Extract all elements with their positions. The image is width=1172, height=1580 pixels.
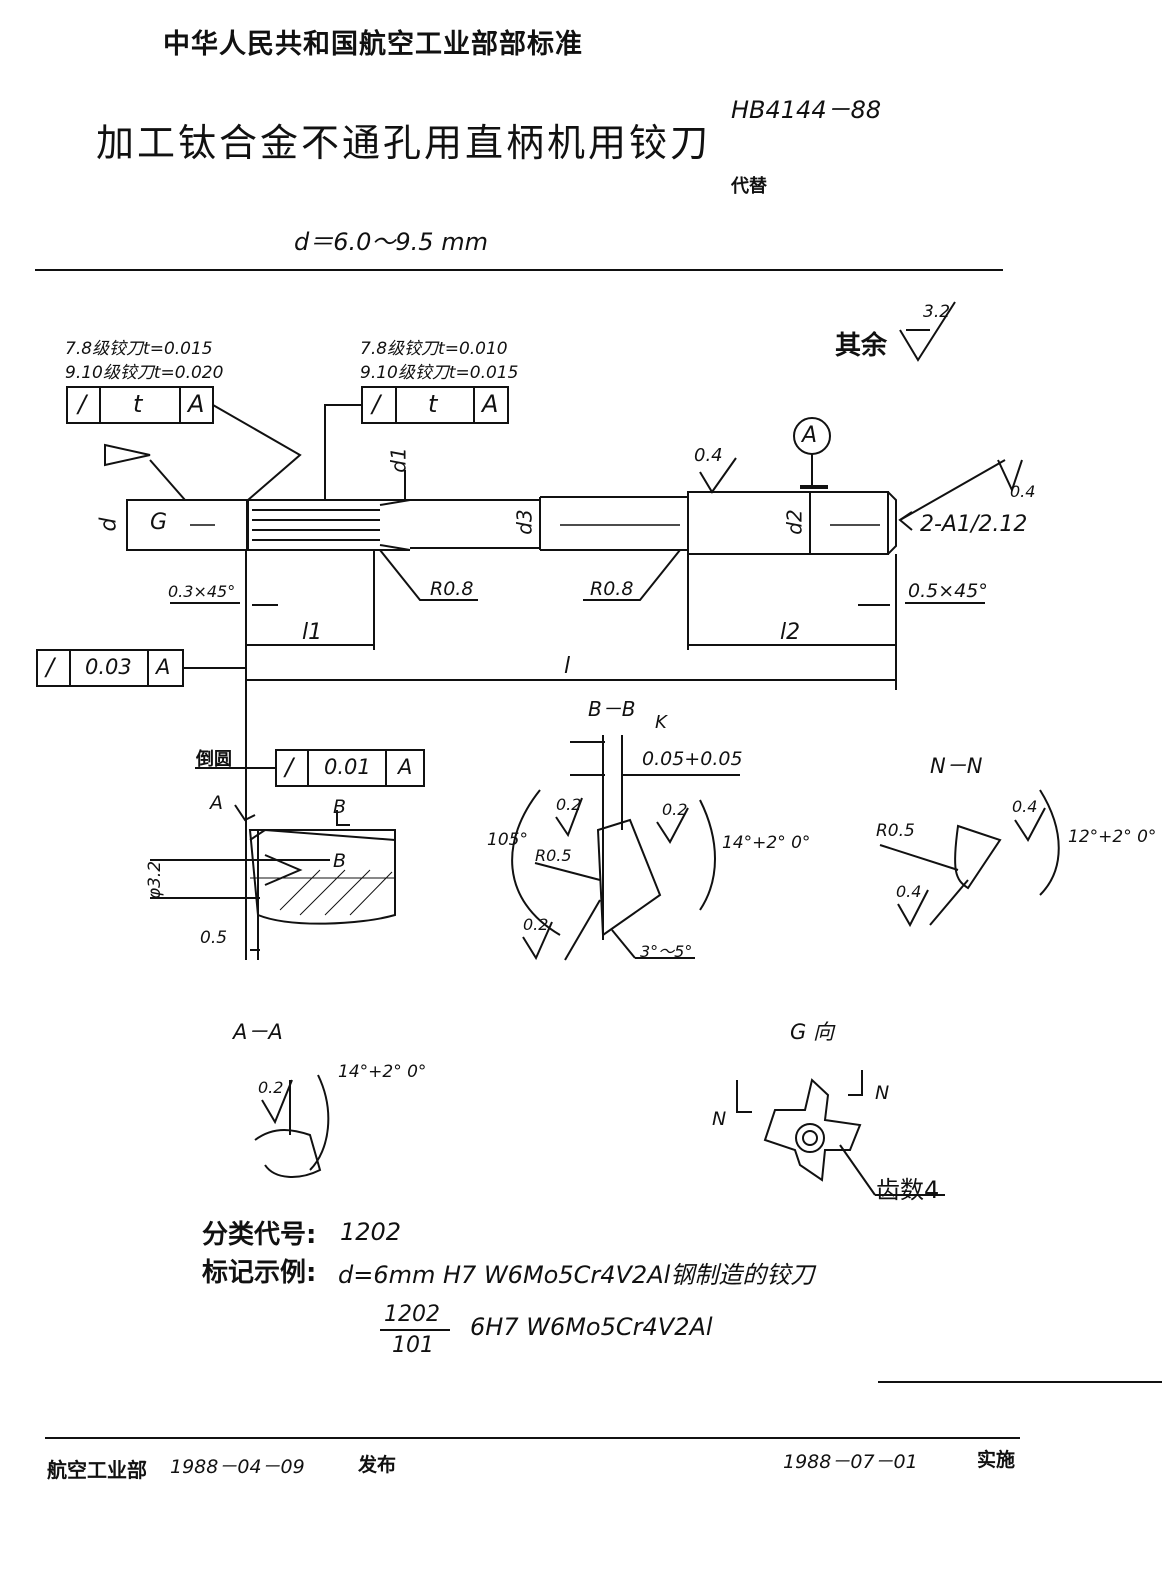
frame-right-t: t xyxy=(428,390,438,418)
chamfer-05-label: 0.5×45° xyxy=(908,580,988,602)
bb-105: 105° xyxy=(487,830,528,850)
footer-issue-date: 1988－04－09 xyxy=(170,1456,305,1478)
tol-right-line2: 9.10级铰刀t=0.015 xyxy=(360,363,519,383)
detail-part xyxy=(248,829,396,925)
bb-k: K xyxy=(655,712,667,733)
shank xyxy=(687,491,889,555)
class-label: 分类代号: xyxy=(202,1220,317,1250)
shank-end-left xyxy=(126,499,248,551)
bb-tooth xyxy=(596,818,662,937)
bb-02a: 0.2 xyxy=(556,795,582,814)
footer-effective-date: 1988－07－01 xyxy=(783,1451,918,1473)
nn-12: 12°+2° 0° xyxy=(1068,827,1157,847)
chamfer-03-label: 0.3×45° xyxy=(168,582,236,601)
tol-left-line1: 7.8级铰刀t=0.015 xyxy=(65,339,213,359)
frame-right-sym: / xyxy=(372,390,381,418)
nn-04a: 0.4 xyxy=(1012,797,1038,816)
bb-title: B－B xyxy=(588,697,636,721)
g-view-center xyxy=(795,1123,825,1153)
roughness-04-label: 0.4 xyxy=(694,445,723,466)
aa-14: 14°+2° 0° xyxy=(338,1062,427,1082)
org-standard: 中华人民共和国航空工业部部标准 xyxy=(163,29,583,60)
bb-k-value: 0.05+0.05 xyxy=(642,748,743,770)
bb-02c: 0.2 xyxy=(523,915,549,934)
frame-left-a: A xyxy=(188,390,205,418)
nn-tooth xyxy=(954,824,1002,890)
roughness-symbol xyxy=(899,301,956,362)
frame-left-sym: / xyxy=(78,390,87,418)
shank-chamfer xyxy=(887,491,897,555)
footer-effective-label: 实施 xyxy=(977,1449,1016,1471)
bb-14: 14°+2° 0° xyxy=(722,833,811,853)
runout-datum: A xyxy=(156,655,171,679)
example-text: d=6mm H7 W6Mo5Cr4V2Al钢制造的铰刀 xyxy=(338,1261,815,1289)
r08-right-label: R0.8 xyxy=(590,578,634,600)
phi32-label: φ3.2 xyxy=(145,860,166,900)
section-a-mark: A xyxy=(210,792,223,814)
document-title: 加工钛合金不通孔用直柄机用铰刀 xyxy=(96,121,712,165)
length-l1-label: l1 xyxy=(302,620,323,645)
roughness-rest-label: 其余 xyxy=(835,331,888,361)
daoyuan-label: 倒圆 xyxy=(196,749,232,770)
diameter-range: d＝6.0～9.5 mm xyxy=(294,228,488,256)
bb-r05: R0.5 xyxy=(535,846,572,865)
aa-title: A－A xyxy=(233,1020,283,1044)
length-l-label: l xyxy=(564,654,571,679)
dim-d-label: d xyxy=(96,517,122,532)
cutting-part xyxy=(248,499,410,551)
frame-right-a: A xyxy=(482,390,499,418)
runout-sym: / xyxy=(46,653,55,681)
footer-issue-label: 发布 xyxy=(358,1454,397,1476)
dim-d3-label: d3 xyxy=(512,509,537,535)
view-g-arrow xyxy=(104,443,151,467)
g-view-n2: N xyxy=(875,1082,890,1104)
runout-value: 0.03 xyxy=(85,655,132,679)
roughness-04b-label: 0.4 xyxy=(1010,482,1036,501)
footer-issuer: 航空工业部 xyxy=(47,1458,147,1482)
tol-right-line1: 7.8级铰刀t=0.010 xyxy=(360,339,508,359)
tol-left-line2: 9.10级铰刀t=0.020 xyxy=(65,363,224,383)
frame-left-t: t xyxy=(133,390,143,418)
g-view-teeth xyxy=(763,1078,862,1182)
standard-number: HB4144－88 xyxy=(731,96,882,124)
section-b-mark-2: B xyxy=(333,850,347,872)
replaces-label: 代替 xyxy=(731,176,767,197)
fraction-bottom: 101 xyxy=(392,1333,434,1358)
section-b-mark: B xyxy=(333,796,347,818)
g-view-n1: N xyxy=(712,1108,727,1130)
dim-d2-label: d2 xyxy=(782,509,807,535)
view-g-label: G xyxy=(150,510,168,535)
g-view-teeth-label: 齿数4 xyxy=(876,1176,940,1204)
fraction-top: 1202 xyxy=(384,1302,440,1327)
class-value: 1202 xyxy=(340,1218,402,1246)
dim-d1-label: d1 xyxy=(386,447,411,473)
dim-05-label: 0.5 xyxy=(200,928,228,948)
bb-3-5: 3°～5° xyxy=(640,942,693,961)
example-code: 6H7 W6Mo5Cr4V2Al xyxy=(470,1313,713,1341)
chamfer-frame-value: 0.01 xyxy=(324,755,371,779)
length-l2-label: l2 xyxy=(780,620,801,645)
g-view-title: G 向 xyxy=(790,1020,834,1044)
center-hole-label: 2-A1/2.12 xyxy=(920,512,1028,537)
nn-04b: 0.4 xyxy=(896,882,922,901)
r08-left-label: R0.8 xyxy=(430,578,474,600)
aa-02: 0.2 xyxy=(258,1078,284,1097)
example-label: 标记示例: xyxy=(202,1258,317,1288)
roughness-rest-value: 3.2 xyxy=(923,302,951,322)
nn-r05: R0.5 xyxy=(876,821,915,841)
aa-tooth xyxy=(254,1129,322,1178)
bb-02b: 0.2 xyxy=(662,800,688,819)
nn-title: N－N xyxy=(930,754,983,778)
datum-a-label: A xyxy=(802,423,818,448)
chamfer-frame-sym: / xyxy=(285,753,294,781)
chamfer-frame-datum: A xyxy=(398,755,413,779)
